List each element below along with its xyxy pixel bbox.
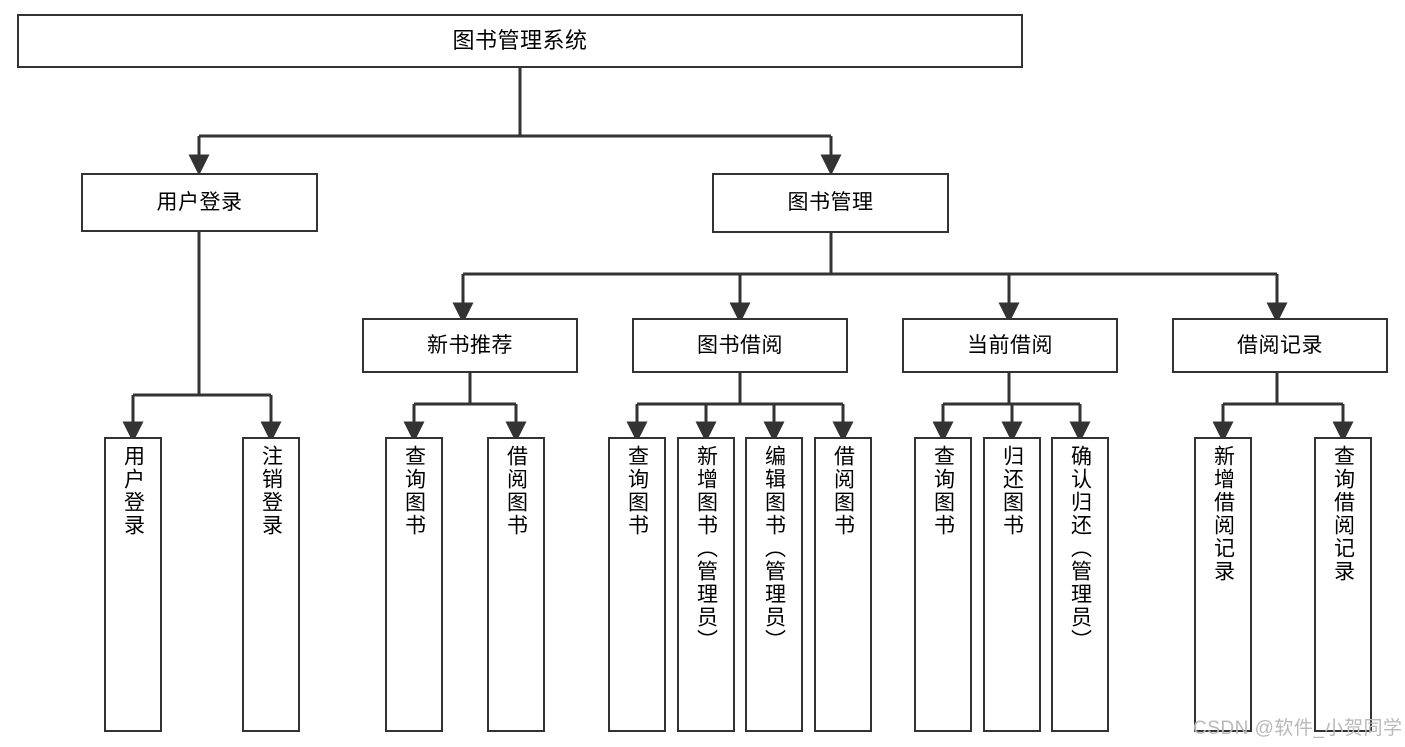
node-root-book-management-system[interactable]: 图书管理系统	[17, 14, 1023, 68]
leaf-query-book-current[interactable]: 查询图书	[914, 437, 972, 732]
node-label: 图书管理	[787, 191, 874, 215]
node-label: 查询图书	[402, 445, 426, 537]
watermark-text: CSDN @软件_小贺同学	[1193, 718, 1403, 739]
leaf-return-book[interactable]: 归还图书	[983, 437, 1041, 732]
node-label: 编辑图书（管理员）	[762, 445, 786, 652]
node-label: 借阅记录	[1237, 333, 1323, 357]
leaf-borrow-book[interactable]: 借阅图书	[814, 437, 872, 732]
node-user-login[interactable]: 用户登录	[81, 173, 318, 232]
node-borrow-record[interactable]: 借阅记录	[1172, 318, 1388, 373]
node-label: 借阅图书	[504, 445, 528, 537]
leaf-query-borrow-record[interactable]: 查询借阅记录	[1314, 437, 1372, 732]
leaf-confirm-return-admin[interactable]: 确认归还（管理员）	[1051, 437, 1109, 732]
node-label: 借阅图书	[831, 445, 855, 537]
leaf-query-book-new[interactable]: 查询图书	[385, 437, 443, 732]
node-label: 新书推荐	[427, 333, 513, 357]
node-label: 查询借阅记录	[1331, 445, 1355, 583]
leaf-borrow-book-new[interactable]: 借阅图书	[487, 437, 545, 732]
node-label: 新增借阅记录	[1211, 445, 1235, 583]
leaf-add-book-admin[interactable]: 新增图书（管理员）	[677, 437, 735, 732]
node-label: 查询图书	[931, 445, 955, 537]
node-current-borrow[interactable]: 当前借阅	[902, 318, 1118, 373]
node-label: 确认归还（管理员）	[1068, 445, 1092, 652]
leaf-user-login[interactable]: 用户登录	[104, 437, 162, 732]
leaf-add-borrow-record[interactable]: 新增借阅记录	[1194, 437, 1252, 732]
node-book-borrow[interactable]: 图书借阅	[632, 318, 848, 373]
node-book-management[interactable]: 图书管理	[712, 173, 949, 233]
node-label: 用户登录	[121, 445, 145, 537]
leaf-logout[interactable]: 注销登录	[242, 437, 300, 732]
node-label: 图书借阅	[697, 333, 783, 357]
leaf-query-book-borrow[interactable]: 查询图书	[608, 437, 666, 732]
node-label: 用户登录	[156, 190, 243, 214]
node-label: 当前借阅	[967, 333, 1053, 357]
node-label: 图书管理系统	[452, 27, 588, 53]
node-label: 查询图书	[625, 445, 649, 537]
node-label: 新增图书（管理员）	[694, 445, 718, 652]
leaf-edit-book-admin[interactable]: 编辑图书（管理员）	[745, 437, 803, 732]
node-label: 归还图书	[1000, 445, 1024, 537]
node-new-book-recommend[interactable]: 新书推荐	[362, 318, 578, 373]
node-label: 注销登录	[259, 445, 283, 537]
